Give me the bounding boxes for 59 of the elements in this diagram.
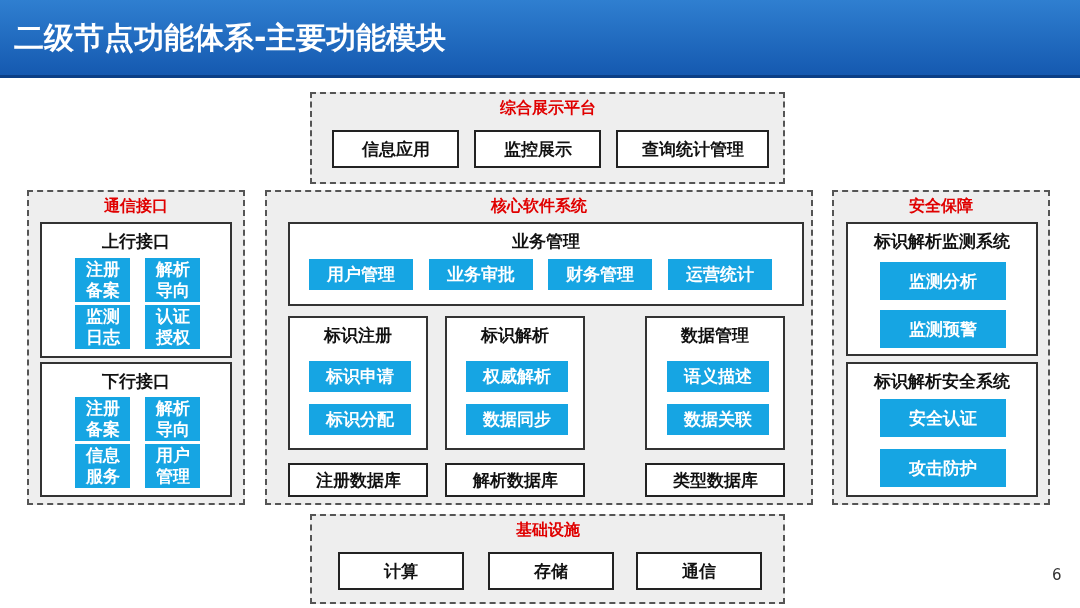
function-box: 安全认证 [880,399,1006,437]
module-box [288,222,804,306]
module-heading: 上行接口 [101,230,171,253]
function-box: 通信 [636,552,762,590]
module-heading: 业务管理 [511,230,581,253]
module-heading: 标识解析安全系统 [872,370,1011,393]
page-number: 6 [1052,566,1062,584]
group-panel [265,190,813,505]
module-heading: 标识解析 [479,324,550,347]
group-heading: 核心软件系统 [489,196,588,217]
function-box: 运营统计 [668,259,772,290]
group-heading: 通信接口 [103,196,169,217]
module-box [40,362,232,497]
function-box: 类型数据库 [645,463,785,497]
function-box: 注册数据库 [288,463,428,497]
group-panel [310,92,785,184]
function-box: 监测日志 [75,305,130,349]
function-box: 信息服务 [75,444,130,488]
function-box: 监测预警 [880,310,1006,348]
group-heading: 基础设施 [514,520,581,541]
module-box [846,362,1038,497]
function-box: 数据关联 [667,404,769,435]
group-panel [832,190,1050,505]
function-box: 注册备案 [75,397,130,441]
module-heading: 标识注册 [322,324,393,347]
function-box: 解析导向 [145,258,200,302]
group-heading: 安全保障 [908,196,974,217]
function-box: 解析数据库 [445,463,585,497]
function-box: 攻击防护 [880,449,1006,487]
group-panel [27,190,245,505]
function-box: 财务管理 [548,259,652,290]
module-box [846,222,1038,356]
function-box: 用户管理 [309,259,413,290]
function-box: 语义描述 [667,361,769,392]
module-heading: 下行接口 [101,370,171,393]
module-box [445,316,585,450]
function-box: 存储 [488,552,614,590]
function-box: 标识分配 [309,404,411,435]
module-box [645,316,785,450]
function-box: 数据同步 [466,404,568,435]
module-box [40,222,232,358]
group-panel [310,514,785,604]
module-heading: 数据管理 [680,324,750,347]
function-box: 解析导向 [145,397,200,441]
group-heading: 综合展示平台 [498,98,597,119]
function-box: 计算 [338,552,464,590]
module-box [288,316,428,450]
function-box: 认证授权 [145,305,200,349]
function-box: 标识申请 [309,361,411,392]
function-box: 注册备案 [75,258,130,302]
function-box: 权威解析 [466,361,568,392]
slide-title: 二级节点功能体系-主要功能模块 [14,19,447,57]
function-box: 业务审批 [429,259,533,290]
function-box: 信息应用 [332,130,459,168]
module-heading: 标识解析监测系统 [872,230,1011,253]
function-box: 监控展示 [474,130,601,168]
function-box: 查询统计管理 [616,130,769,168]
function-box: 监测分析 [880,262,1006,300]
function-box: 用户管理 [145,444,200,488]
